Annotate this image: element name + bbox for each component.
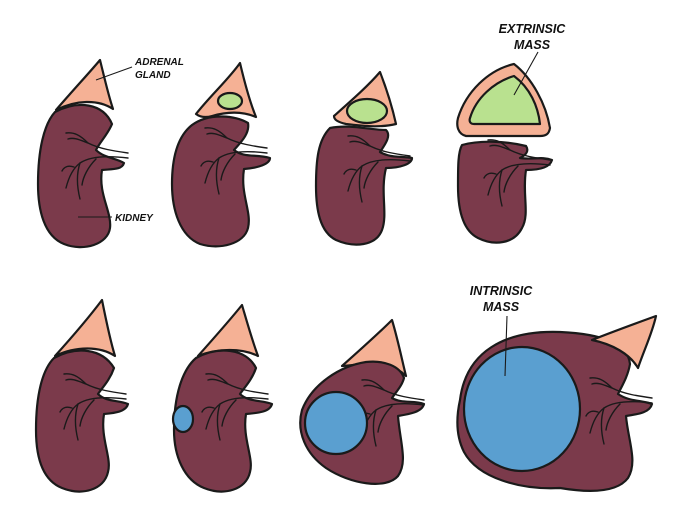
intrinsic-mass [462,345,582,473]
extrinsic-label-line2: MASS [514,38,551,52]
kidney-label: KIDNEY [115,213,154,224]
adrenal-label-line1: ADRENAL [134,57,184,68]
extrinsic-mass [468,74,542,126]
adrenal-gland [590,314,658,370]
kidney [456,140,554,244]
kidney [34,349,130,493]
bottom-panel-3 [299,318,426,485]
adrenal-gland [54,58,115,112]
intrinsic-label-line2: MASS [483,300,520,314]
top-panel-2 [170,61,272,248]
adrenal-label-leader [95,66,133,81]
adrenal-gland [53,298,117,358]
intrinsic-mass [303,390,369,456]
intrinsic-mass [171,404,195,434]
bottom-panel-2 [171,303,274,493]
bottom-panel-4: INTRINSIC MASS [456,284,658,492]
extrinsic-mass [216,91,244,111]
intrinsic-label-line1: INTRINSIC [470,284,533,298]
intrinsic-label-leader [504,315,508,377]
adrenal-gland [196,303,260,358]
extrinsic-label-line1: EXTRINSIC [499,22,567,36]
kidney [36,104,126,249]
extrinsic-label-leader [513,51,539,96]
top-panel-1: ADRENAL GLAND KIDNEY [36,57,184,249]
adrenal-label-line2: GLAND [135,70,171,81]
extrinsic-mass [345,97,389,125]
top-panel-3 [314,70,414,246]
bottom-panel-1 [34,298,130,493]
kidney [170,115,272,248]
top-panel-4: EXTRINSIC MASS [456,22,567,244]
